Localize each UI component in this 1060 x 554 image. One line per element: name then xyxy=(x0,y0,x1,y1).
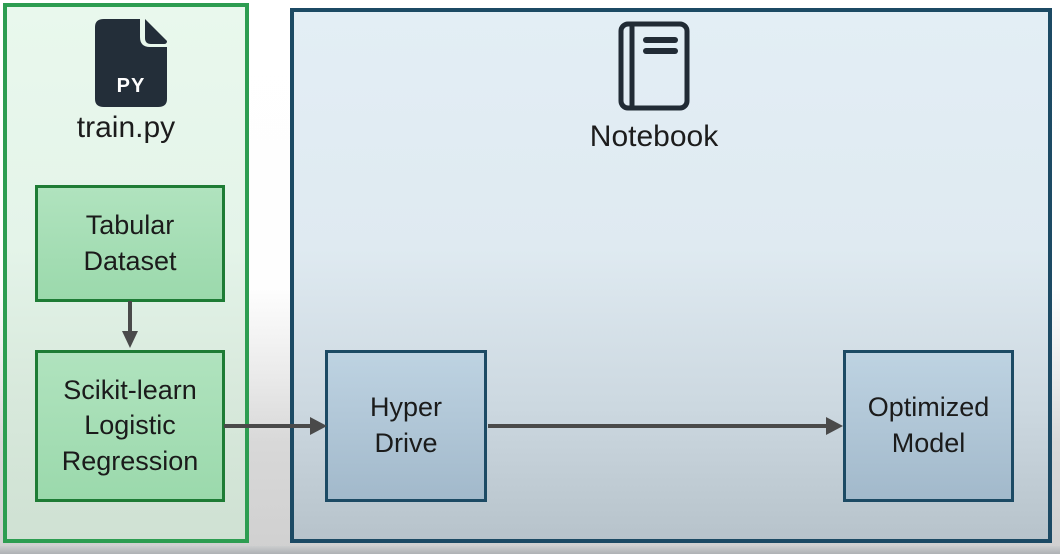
node-optimized-model-label: Optimized Model xyxy=(867,392,990,458)
notebook-title: Notebook xyxy=(589,120,719,153)
python-file-icon-svg: PY xyxy=(95,19,167,107)
bottom-edge-strip xyxy=(0,546,1060,554)
node-optimized-model: Optimized Model xyxy=(843,350,1014,502)
notebook-group: Notebook Hyper Drive Optimized Model xyxy=(290,8,1052,543)
train-script-group: PY train.py Tabular Dataset Scikit-learn… xyxy=(3,3,249,543)
python-file-icon-label: PY xyxy=(117,75,146,97)
python-file-icon: PY xyxy=(94,18,168,113)
arrow-tabular-to-scikit xyxy=(122,301,138,348)
arrow-scikit-to-hyperdrive xyxy=(224,417,327,435)
arrow-hyperdrive-to-optimized-model xyxy=(488,417,843,435)
node-hyper-drive-label: Hyper Drive xyxy=(369,392,443,458)
train-script-title: train.py xyxy=(76,111,176,144)
node-tabular-dataset-label: Tabular Dataset xyxy=(83,209,177,276)
notebook-icon xyxy=(618,21,690,116)
node-scikit-learn-label: Scikit-learn Logistic Regression xyxy=(61,374,199,476)
node-tabular-dataset: Tabular Dataset xyxy=(35,185,225,302)
notebook-icon-svg xyxy=(618,21,690,111)
node-hyper-drive: Hyper Drive xyxy=(325,350,487,502)
node-scikit-learn-logistic-regression: Scikit-learn Logistic Regression xyxy=(35,350,225,502)
